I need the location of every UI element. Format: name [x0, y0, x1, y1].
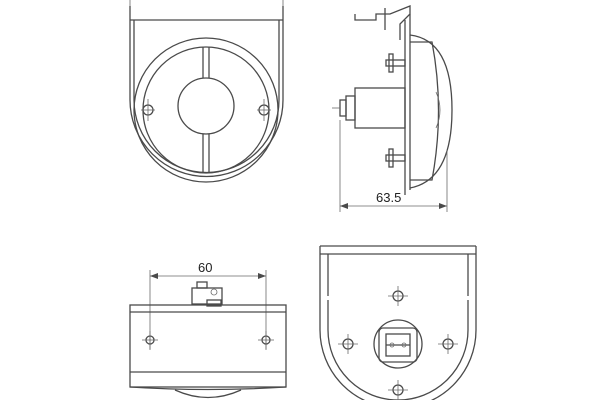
- bottom-body: [129, 304, 287, 388]
- rear-screw-right: [438, 334, 458, 354]
- bottom-screw-left: [142, 331, 158, 349]
- bottom-body-lower-edge: [129, 386, 287, 391]
- rear-outline-inner: [327, 300, 469, 400]
- hole-spacing-arrow-left: [150, 273, 158, 279]
- side-lens-dome: [435, 91, 441, 129]
- rear-screw-top: [388, 286, 408, 306]
- front-housing-outline: [129, 6, 284, 178]
- front-lamp-lens: [142, 46, 270, 174]
- depth-arrow-right: [439, 203, 447, 209]
- front-view: [129, 0, 284, 183]
- front-screw-right: [257, 99, 271, 121]
- rear-outline: [319, 300, 477, 400]
- side-lens-body: [409, 34, 453, 189]
- side-bracket-top: [354, 5, 411, 40]
- bottom-view: 60: [129, 260, 287, 399]
- bottom-lens-dome: [174, 389, 242, 399]
- side-view: 63.5: [332, 5, 453, 212]
- front-lamp-outer-ring: [133, 37, 279, 183]
- rear-connector: [373, 319, 423, 369]
- side-connector: [332, 87, 406, 129]
- rear-view: [319, 245, 477, 400]
- hole-spacing-arrow-right: [258, 273, 266, 279]
- bottom-screw-right: [258, 331, 274, 349]
- side-screw-bottom: [385, 148, 406, 168]
- depth-label: 63.5: [376, 190, 401, 205]
- depth-arrow-left: [340, 203, 348, 209]
- bottom-connector: [191, 281, 223, 307]
- side-lens-rim: [410, 41, 440, 181]
- side-screw-top: [385, 53, 406, 73]
- front-housing-inner: [133, 20, 280, 174]
- front-screw-left: [141, 99, 155, 121]
- front-center-lens: [177, 77, 235, 135]
- rear-screw-left: [338, 334, 358, 354]
- hole-spacing-label: 60: [198, 260, 212, 275]
- rear-screw-bottom: [388, 380, 408, 400]
